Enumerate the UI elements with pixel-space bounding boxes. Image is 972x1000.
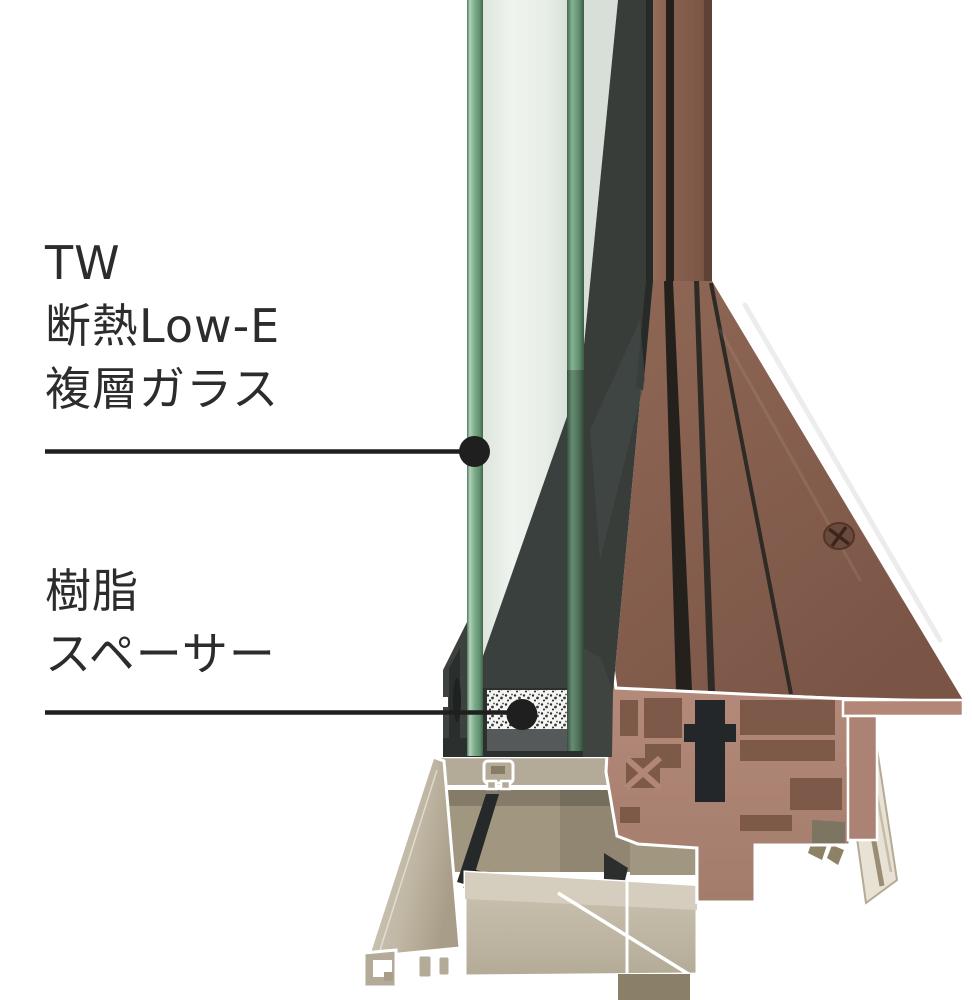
glass-leader-dot [459, 436, 490, 467]
sill-groove-wide [664, 281, 692, 690]
frame-ledge [433, 757, 617, 787]
spacer-leader-dot [506, 699, 538, 730]
sash-cut-notch [432, 697, 448, 707]
sill-sloped-surface [613, 281, 963, 700]
screw-icon [823, 522, 855, 550]
sill-cut-face [604, 659, 965, 904]
glass-label-line1: TW [45, 236, 121, 290]
interlock-gasket [684, 700, 736, 802]
face-highlight [379, 769, 438, 951]
frame-hook-b [827, 845, 844, 865]
sash-facet [590, 320, 645, 560]
box-top-face [465, 872, 697, 910]
glazing-channel-right-lip [583, 648, 613, 757]
sash-stile-edge [636, 0, 653, 390]
outer-glass-pane [467, 0, 483, 756]
channel-weep-slot [453, 678, 461, 722]
frame-foot-hook [362, 948, 398, 989]
frame-back-leg [618, 974, 690, 1000]
cut-face-right-wall [846, 714, 879, 842]
glass-label-line3: 複層ガラス [45, 362, 280, 416]
box-inner-edge [557, 891, 691, 977]
sash-wedge-through-glass [483, 368, 584, 700]
cut-face-khaki-pocket [812, 820, 845, 843]
composite-sill [604, 0, 965, 904]
resin-spacer-body [487, 729, 567, 751]
spacer-label-line2: スペーサー [45, 627, 276, 681]
inner-glass-pane [567, 0, 584, 751]
sill-groove-mid [694, 281, 715, 691]
ledge-clip [482, 759, 515, 791]
frame-bottom-clips [416, 953, 452, 980]
aluminum-outer-frame [362, 715, 899, 1000]
x-chamber-walls [624, 755, 662, 791]
cut-face-chambers [620, 698, 842, 831]
glass-label-line2: 断熱Low-E [45, 299, 281, 353]
spacer-label-line1: 樹脂 [45, 564, 139, 618]
cut-face-flange [841, 698, 965, 718]
sill-vertical-board [653, 0, 712, 282]
annotation-leaders [45, 436, 538, 730]
wood-grain-streaks [718, 297, 952, 672]
inner-pane-shadow [567, 370, 584, 751]
sill-groove-thin [709, 282, 793, 695]
frame-sloped-face [365, 755, 462, 959]
board-right-edge [704, 0, 712, 282]
frame-lower-box [463, 870, 699, 978]
spacer-label: 樹脂 スペーサー [45, 560, 276, 686]
board-groove [666, 0, 674, 282]
weatherstrip-gasket [457, 794, 499, 886]
glass-label: TW 断熱Low-E 複層ガラス [45, 232, 280, 421]
sash-and-glazing [432, 0, 653, 757]
